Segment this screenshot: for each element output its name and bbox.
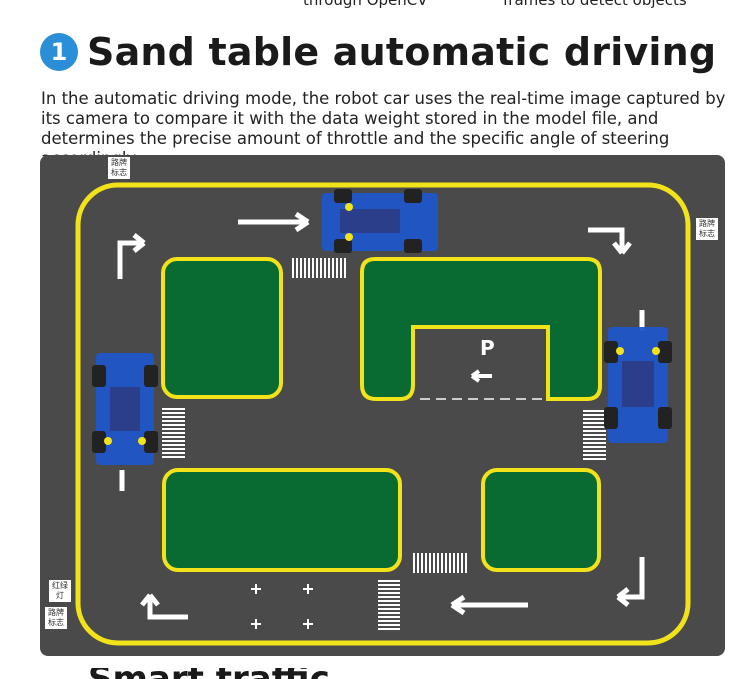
grass-block-parking bbox=[360, 257, 602, 401]
section-number-badge: 1 bbox=[40, 33, 78, 71]
grass-block-top-left bbox=[161, 257, 283, 399]
road-sign-bottom-left: 路牌标志 bbox=[45, 607, 67, 629]
arrow-top-right-icon bbox=[238, 211, 310, 233]
crosswalk-bottom-mid bbox=[413, 553, 467, 573]
robot-car-right bbox=[604, 327, 672, 443]
crosswalk-top bbox=[292, 258, 346, 278]
arrow-bottom-left-icon bbox=[450, 594, 528, 616]
crosswalk-bottom bbox=[378, 580, 400, 630]
arrow-turn-right-top-icon bbox=[588, 227, 632, 255]
arrow-turn-bottom-right-icon bbox=[616, 557, 645, 607]
plus-marks bbox=[251, 584, 313, 629]
robot-car-top bbox=[322, 189, 438, 253]
traffic-light-sign: 红绿灯 bbox=[49, 580, 71, 602]
arrow-turn-left-top-icon bbox=[117, 233, 146, 279]
track-outer-border bbox=[75, 182, 691, 646]
parking-arrow-icon bbox=[470, 369, 492, 383]
top-text-fragment-right: frames to detect objects bbox=[503, 0, 687, 9]
robot-car-left bbox=[92, 353, 158, 465]
road-sign-top-left: 路牌标志 bbox=[108, 157, 130, 179]
crosswalk-right bbox=[583, 410, 606, 460]
section-title: Sand table automatic driving bbox=[87, 30, 717, 74]
sand-table-drawing: P bbox=[75, 182, 691, 646]
grass-block-bottom-right bbox=[481, 468, 601, 572]
sand-table-image: P 路牌标志 路牌标志 红绿灯 路牌标志 bbox=[40, 155, 725, 656]
parking-label: P bbox=[480, 336, 495, 360]
arrow-turn-bottom-left-icon bbox=[140, 593, 188, 620]
top-text-fragment-left: through OpenCV bbox=[303, 0, 428, 9]
section-header: 1 Sand table automatic driving bbox=[40, 30, 716, 74]
road-sign-right: 路牌标志 bbox=[696, 218, 718, 240]
crosswalk-left bbox=[162, 408, 185, 458]
grass-block-bottom-left bbox=[162, 468, 402, 572]
next-section-title-fragment: Smart traffic bbox=[88, 668, 330, 679]
